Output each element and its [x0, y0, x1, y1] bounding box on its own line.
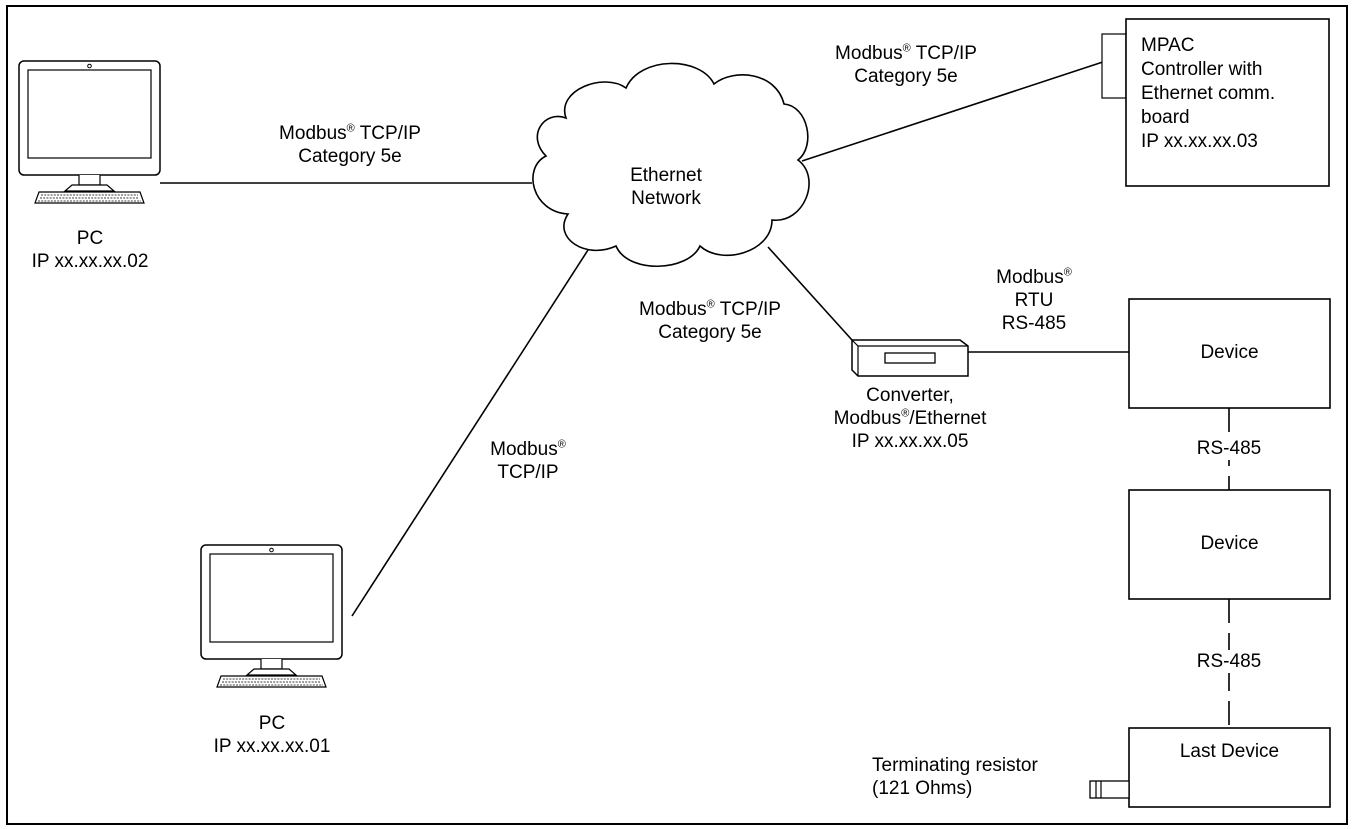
diagram-frame	[6, 5, 1348, 825]
terminator-label: Terminating resistor (121 Ohms)	[872, 755, 1038, 799]
rs485-label-2: RS-485	[1164, 650, 1294, 673]
converter-label: Converter, Modbus®/Ethernet IP xx.xx.xx.…	[833, 385, 987, 452]
link-cloud-to-converter	[767, 246, 853, 341]
mpac-label: MPAC Controller with Ethernet comm. boar…	[1141, 35, 1276, 152]
pc-top-icon	[18, 60, 161, 204]
converter-icon	[851, 339, 969, 377]
link-cloud-to-pc-bottom	[351, 249, 589, 617]
link-cloud-to-mpac	[801, 55, 1122, 162]
rtu-link-label: Modbus® RTU RS-485	[996, 266, 1072, 334]
link-mpac-label: Modbus® TCP/IP Category 5e	[835, 42, 977, 87]
device-1-label: Device	[1200, 342, 1259, 363]
terminating-resistor-icon	[1089, 780, 1130, 799]
pc-bottom-icon	[200, 544, 343, 688]
rs485-label-1: RS-485	[1164, 437, 1294, 460]
link-pc-top-label: Modbus® TCP/IP Category 5e	[279, 122, 421, 167]
link-converter-label: Modbus® TCP/IP Category 5e	[639, 298, 781, 343]
mpac-connector	[1101, 33, 1127, 99]
mpac-controller-box	[1125, 18, 1330, 187]
device-2-box	[1128, 489, 1331, 600]
device-1-box	[1128, 298, 1331, 409]
ethernet-network-cloud	[532, 62, 810, 267]
last-device-box	[1128, 727, 1331, 808]
device-2-label: Device	[1200, 533, 1259, 554]
link-pc-bottom-label: Modbus® TCP/IP	[490, 438, 566, 483]
last-device-label: Last Device	[1179, 741, 1280, 762]
